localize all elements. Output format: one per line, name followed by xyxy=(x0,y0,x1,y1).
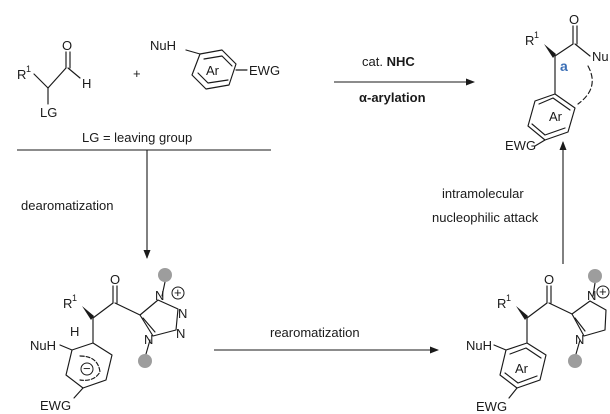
int1-nuh: NuH xyxy=(30,338,56,353)
dearomatization-label: dearomatization xyxy=(21,198,114,213)
int2-positive-charge-circle xyxy=(596,285,610,299)
int1-n4: N xyxy=(144,332,153,347)
int1-ring-nuh xyxy=(59,344,73,351)
int2-substituent-dot-bottom xyxy=(568,354,582,368)
int2-co-triazole xyxy=(548,302,573,315)
product: R 1 O Nu a Ar EWG xyxy=(505,12,609,153)
int1-n3: N xyxy=(176,326,185,341)
int2-ring-inner-2 xyxy=(504,372,538,384)
int2-arene-label: Ar xyxy=(515,361,529,376)
rearomatized-intermediate: R 1 O N N + Ar NuH EWG xyxy=(466,269,610,414)
aldehyde-hydrogen: H xyxy=(82,76,91,91)
int1-n-substituent xyxy=(161,281,166,297)
product-arene-label: Ar xyxy=(549,109,563,124)
dearomatized-intermediate: R 1 O N N N N + H − NuH EWG xyxy=(30,268,187,413)
int1-n2: N xyxy=(178,306,187,321)
r-superscript: 1 xyxy=(26,64,31,74)
int1-ring-ewg xyxy=(73,387,84,399)
int1-positive-charge-circle xyxy=(171,286,185,300)
product-nucleophile: Nu xyxy=(592,49,609,64)
int1-delocalized-arc xyxy=(79,355,101,381)
r-group: R xyxy=(17,67,26,82)
attack-label-line2: nucleophilic attack xyxy=(432,210,539,225)
reaction-type-label: α-arylation xyxy=(359,90,426,105)
int1-triazolium-ring xyxy=(139,299,179,337)
product-wedge xyxy=(544,44,556,58)
int2-ring-ewg xyxy=(508,387,518,399)
int2-ring-inner xyxy=(509,347,542,359)
int2-positive-charge: + xyxy=(599,284,607,299)
int1-ewg: EWG xyxy=(40,398,71,413)
leaving-group: LG xyxy=(40,105,57,120)
int1-negative-charge-circle xyxy=(80,362,94,376)
arene-inner-bond-2 xyxy=(197,72,229,84)
arene-substrate: NuH Ar EWG xyxy=(150,38,280,90)
int2-n4-substituent xyxy=(575,339,581,355)
int1-substituent-dot-bottom xyxy=(138,354,152,368)
int2-triazolium-ring xyxy=(571,300,607,337)
product-ring-inner-2 xyxy=(531,123,566,136)
attack-label-line1: intramolecular xyxy=(442,186,524,201)
nucleophile-nuh: NuH xyxy=(150,38,176,53)
int2-n1: N xyxy=(587,288,596,303)
bond-c-h xyxy=(67,67,81,79)
product-r-superscript: 1 xyxy=(534,30,539,40)
int1-oxygen: O xyxy=(110,272,120,287)
int1-negative-charge: − xyxy=(83,361,91,376)
product-ewg: EWG xyxy=(505,138,536,153)
int2-substituent-dot-top xyxy=(588,269,602,283)
rearomatization-label: rearomatization xyxy=(270,325,360,340)
product-r-group: R xyxy=(525,33,534,48)
product-ring-ewg xyxy=(534,139,546,147)
leaving-group-note: LG = leaving group xyxy=(82,130,192,145)
int1-wedge xyxy=(82,306,94,320)
int2-n-substituent xyxy=(592,282,596,297)
int1-r-group: R xyxy=(63,296,72,311)
int2-n4: N xyxy=(575,332,584,347)
int1-ipso-hydrogen: H xyxy=(70,324,79,339)
int2-ring-nuh xyxy=(493,344,507,351)
aldehyde-oxygen: O xyxy=(62,38,72,53)
int1-c-co xyxy=(92,302,114,319)
int1-substituent-dot-top xyxy=(158,268,172,282)
bond-label-a: a xyxy=(560,58,568,74)
product-oxygen: O xyxy=(569,12,579,27)
int1-positive-charge: + xyxy=(174,285,182,300)
catalyst-label: cat. NHC xyxy=(362,54,415,69)
product-bond-c-co xyxy=(554,43,574,57)
product-co-nu xyxy=(574,43,591,57)
int1-r-superscript: 1 xyxy=(72,293,77,303)
arene-inner-bond xyxy=(203,55,233,67)
product-ring-inner xyxy=(538,97,571,111)
int2-nuh: NuH xyxy=(466,338,492,353)
int2-r-group: R xyxy=(497,296,506,311)
int1-triazolium-double xyxy=(142,317,156,333)
ewg-group: EWG xyxy=(249,63,280,78)
arene-label: Ar xyxy=(206,63,220,78)
bond-r-ca xyxy=(33,73,49,89)
int2-oxygen: O xyxy=(544,272,554,287)
int2-c-co xyxy=(526,302,548,319)
int1-n4-substituent xyxy=(145,339,151,355)
int1-co-triazole xyxy=(114,302,141,316)
bond-nuh-ring xyxy=(185,49,201,55)
int1-n1: N xyxy=(155,288,164,303)
plus-sign: + xyxy=(133,66,141,81)
aldehyde-substrate: O H R 1 LG xyxy=(17,38,91,120)
int2-wedge xyxy=(516,306,528,320)
product-ring-closure xyxy=(577,65,593,105)
int2-triazolium-double xyxy=(574,317,586,332)
int2-ewg: EWG xyxy=(476,399,507,414)
bond-ca-c xyxy=(47,67,67,89)
arene-ring xyxy=(191,49,237,90)
int2-r-superscript: 1 xyxy=(506,293,511,303)
